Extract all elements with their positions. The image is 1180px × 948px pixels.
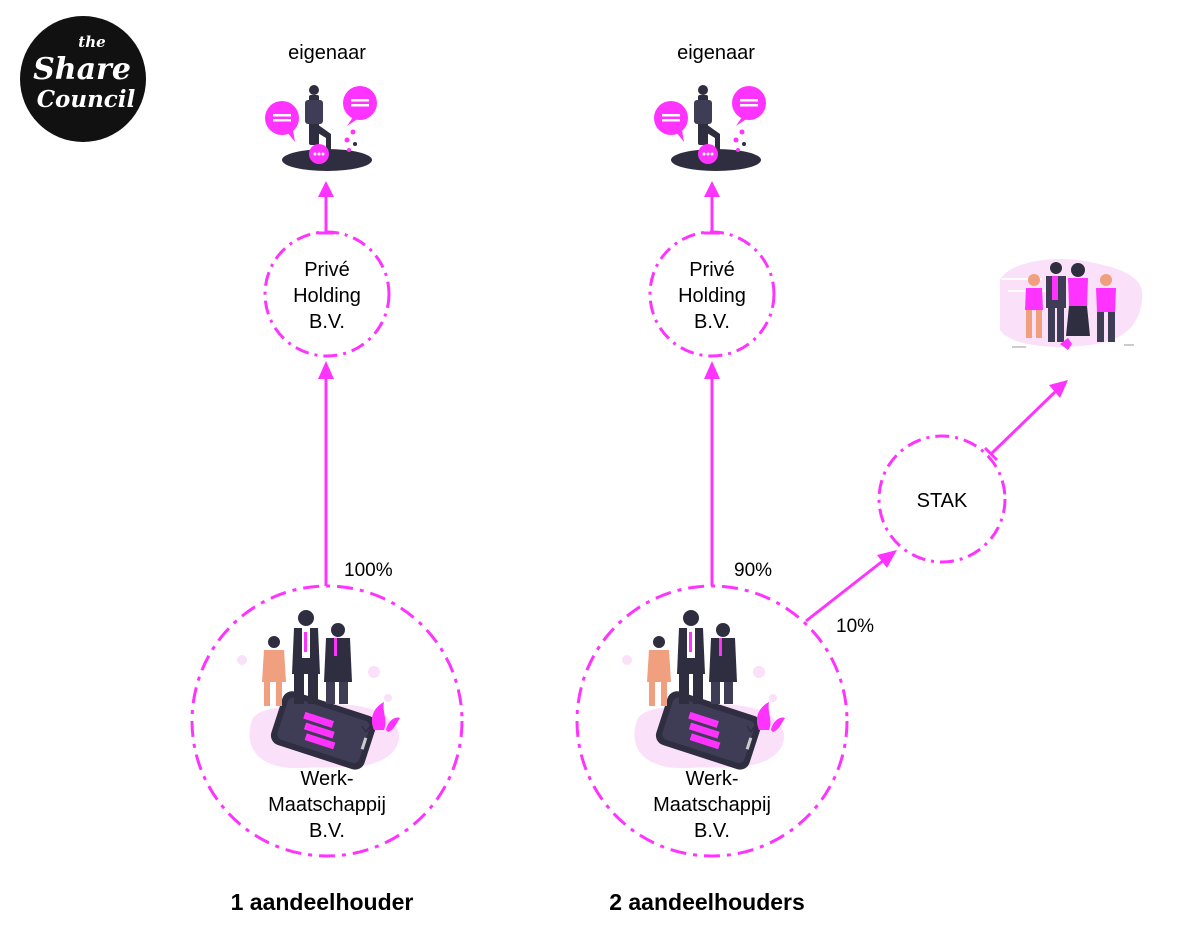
company-illustration-left xyxy=(236,609,401,773)
svg-text:the: the xyxy=(78,33,105,51)
arrow-holding-to-owner-right xyxy=(704,181,720,235)
holding-circle-left: Privé Holding B.V. xyxy=(263,230,391,358)
left-structure: eigenaar Privé Holding B.V. 100% Werk- M… xyxy=(190,42,464,915)
owner-label-left: eigenaar xyxy=(288,42,366,64)
owner-illustration-right xyxy=(654,85,766,171)
stak-label: STAK xyxy=(917,490,968,512)
arrow-company-to-holding-left xyxy=(318,361,334,586)
company-label-line2-right: Maatschappij xyxy=(653,794,771,816)
holding-label-line1-left: Privé xyxy=(304,259,350,281)
stak-circle: STAK xyxy=(877,434,1007,564)
arrow-stak-to-group xyxy=(983,380,1068,462)
arrow-holding-to-owner-left xyxy=(318,181,334,235)
caption-left: 1 aandeelhouder xyxy=(231,889,414,915)
holding-label-line2-left: Holding xyxy=(293,285,361,307)
holding-label-line2-right: Holding xyxy=(678,285,746,307)
arrow-company-to-stak xyxy=(805,550,897,623)
caption-right: 2 aandeelhouders xyxy=(609,889,805,915)
holding-label-line3-right: B.V. xyxy=(694,311,730,333)
company-label-line1-left: Werk- xyxy=(301,768,354,790)
svg-text:Share: Share xyxy=(33,52,131,87)
share-council-logo: the Share Council xyxy=(20,16,146,142)
percentage-label-holding-right: 90% xyxy=(734,560,772,581)
percentage-label-stak: 10% xyxy=(836,616,874,637)
company-label-line2-left: Maatschappij xyxy=(268,794,386,816)
company-circle-left: Werk- Maatschappij B.V. xyxy=(190,584,464,858)
arrow-company-to-holding-right xyxy=(704,361,720,586)
right-structure: eigenaar Privé Holding B.V. 90% 10% STAK xyxy=(575,42,1143,915)
company-label-line3-right: B.V. xyxy=(694,820,730,842)
shareholders-group-illustration xyxy=(1000,259,1143,350)
company-circle-right: Werk- Maatschappij B.V. xyxy=(575,584,849,858)
company-label-line3-left: B.V. xyxy=(309,820,345,842)
company-illustration-right xyxy=(621,609,786,773)
company-label-line1-right: Werk- xyxy=(686,768,739,790)
holding-label-line3-left: B.V. xyxy=(309,311,345,333)
holding-label-line1-right: Privé xyxy=(689,259,735,281)
percentage-label-left: 100% xyxy=(344,560,393,581)
owner-label-right: eigenaar xyxy=(677,42,755,64)
svg-text:Council: Council xyxy=(37,86,136,113)
owner-illustration-left xyxy=(265,85,377,171)
holding-circle-right: Privé Holding B.V. xyxy=(648,230,776,358)
